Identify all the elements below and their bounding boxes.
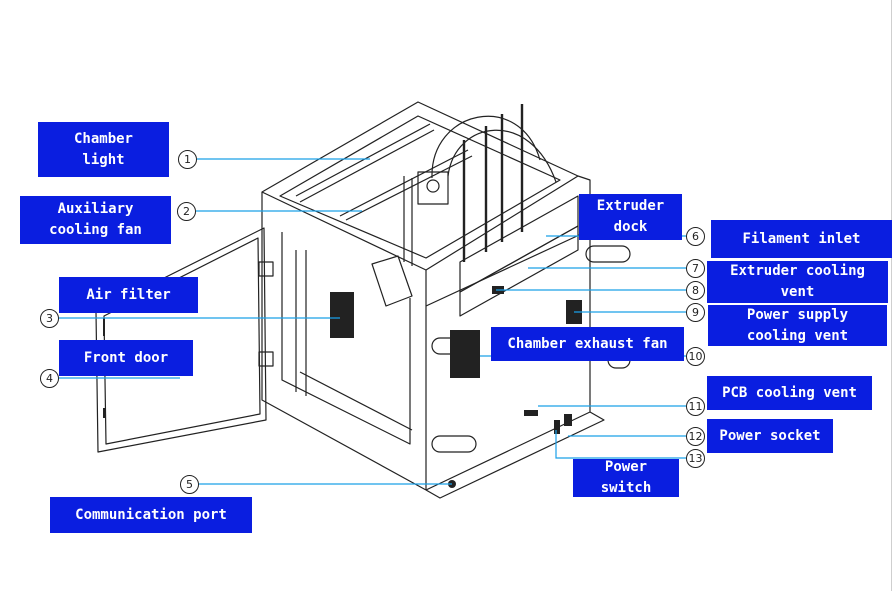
callout-number-6: 6 <box>686 227 705 246</box>
label-communication-port: Communication port <box>50 497 252 533</box>
label-chamber-exhaust-fan: Chamber exhaust fan <box>491 327 684 361</box>
label-chamber-light: Chamber light <box>38 122 169 177</box>
callout-number-8: 8 <box>686 281 705 300</box>
callout-number-1: 1 <box>178 150 197 169</box>
label-extruder-cooling-vent: Extruder cooling vent <box>707 261 888 303</box>
label-power-socket: Power socket <box>707 419 833 453</box>
callout-number-2: 2 <box>177 202 196 221</box>
front-door-drawing <box>95 227 274 453</box>
callout-number-11: 11 <box>686 397 705 416</box>
callout-number-10: 10 <box>686 347 705 366</box>
callout-number-5: 5 <box>180 475 199 494</box>
label-pcb-cooling-vent: PCB cooling vent <box>707 376 872 410</box>
label-auxiliary-cooling-fan: Auxiliary cooling fan <box>20 196 171 244</box>
callout-number-7: 7 <box>686 259 705 278</box>
callout-number-13: 13 <box>686 449 705 468</box>
callout-number-12: 12 <box>686 427 705 446</box>
label-front-door: Front door <box>59 340 193 376</box>
callout-number-4: 4 <box>40 369 59 388</box>
label-power-switch: Power switch <box>573 459 679 497</box>
printer-body-drawing <box>261 101 631 499</box>
frame-edge <box>891 0 892 591</box>
label-filament-inlet: Filament inlet <box>711 220 892 258</box>
callout-number-3: 3 <box>40 309 59 328</box>
callout-number-9: 9 <box>686 303 705 322</box>
label-air-filter: Air filter <box>59 277 198 313</box>
label-power-supply-cooling-vent: Power supply cooling vent <box>708 305 887 346</box>
vent-marks <box>330 286 582 488</box>
label-extruder-dock: Extruder dock <box>579 194 682 240</box>
